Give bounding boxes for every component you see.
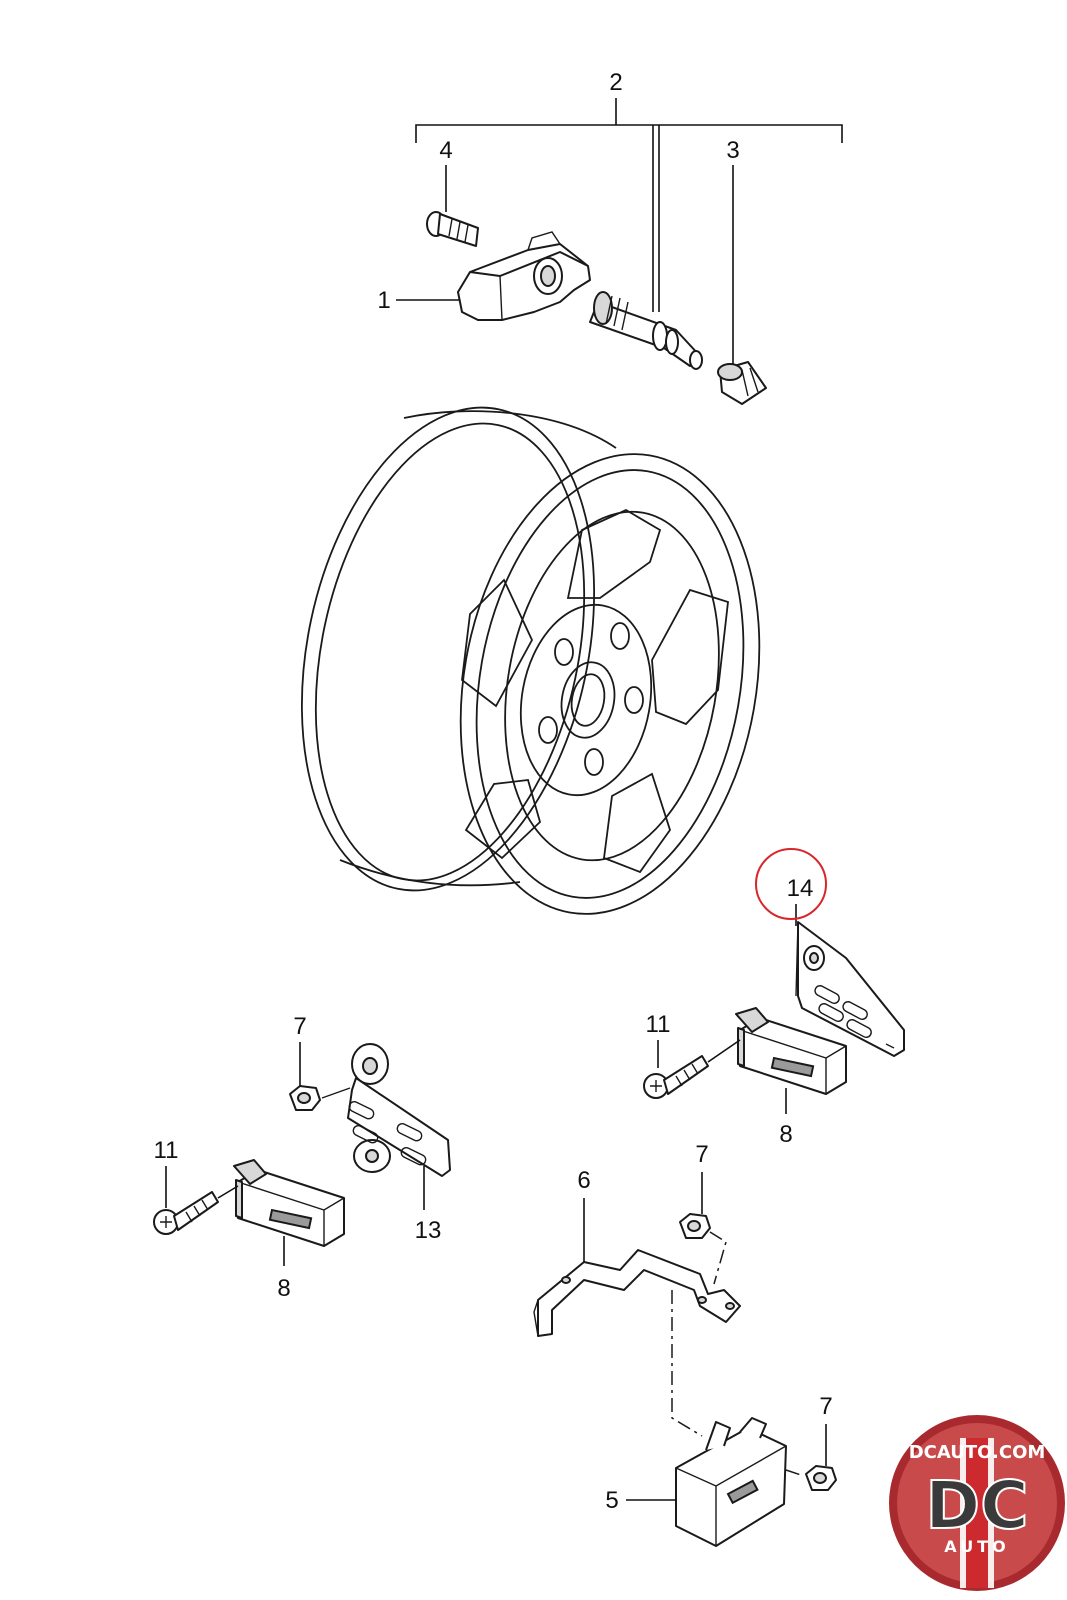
callout-8a: 8 [277,1275,290,1302]
screw-part-11-right [643,1055,709,1099]
mounting-bracket-part-6 [533,1249,741,1337]
antenna-part-8-right [735,1007,847,1095]
group-bracket-2 [415,98,843,312]
callout-11a: 11 [154,1137,179,1164]
control-unit-part-5 [675,1417,787,1547]
antenna-part-8-left [233,1159,345,1247]
bolt-part-4 [426,165,479,247]
dcauto-logo: DCAUTO.COM DC AUTO [889,1415,1065,1591]
nut-part-7-bottom [805,1465,837,1491]
screw-part-11-left [153,1191,219,1235]
callout-13: 13 [415,1217,442,1244]
callout-2: 2 [609,69,622,96]
bracket-part-14 [795,921,905,1057]
bracket-part-13 [347,1043,451,1177]
nut-part-7-left [289,1085,321,1111]
logo-sub-text: AUTO [944,1537,1009,1556]
callout-7c: 7 [819,1393,832,1420]
callout-11b: 11 [646,1011,671,1038]
callout-4: 4 [439,137,452,164]
callout-8b: 8 [779,1121,792,1148]
logo-site-text: DCAUTO.COM [909,1442,1046,1463]
callout-6: 6 [577,1167,590,1194]
callout-7b: 7 [695,1141,708,1168]
wheel-rim [300,406,761,915]
tpms-sensor-part-1 [457,231,591,321]
callout-7a: 7 [293,1013,306,1040]
callout-14: 14 [787,875,814,902]
logo-letters: DC [925,1467,1028,1544]
callout-5: 5 [605,1487,618,1514]
valve-cap-part-3 [717,165,767,405]
callout-1: 1 [377,287,390,314]
callout-3: 3 [726,137,739,164]
valve-stem [589,291,703,370]
highlight-circle-14 [755,848,827,920]
nut-part-7-middle [679,1213,711,1239]
